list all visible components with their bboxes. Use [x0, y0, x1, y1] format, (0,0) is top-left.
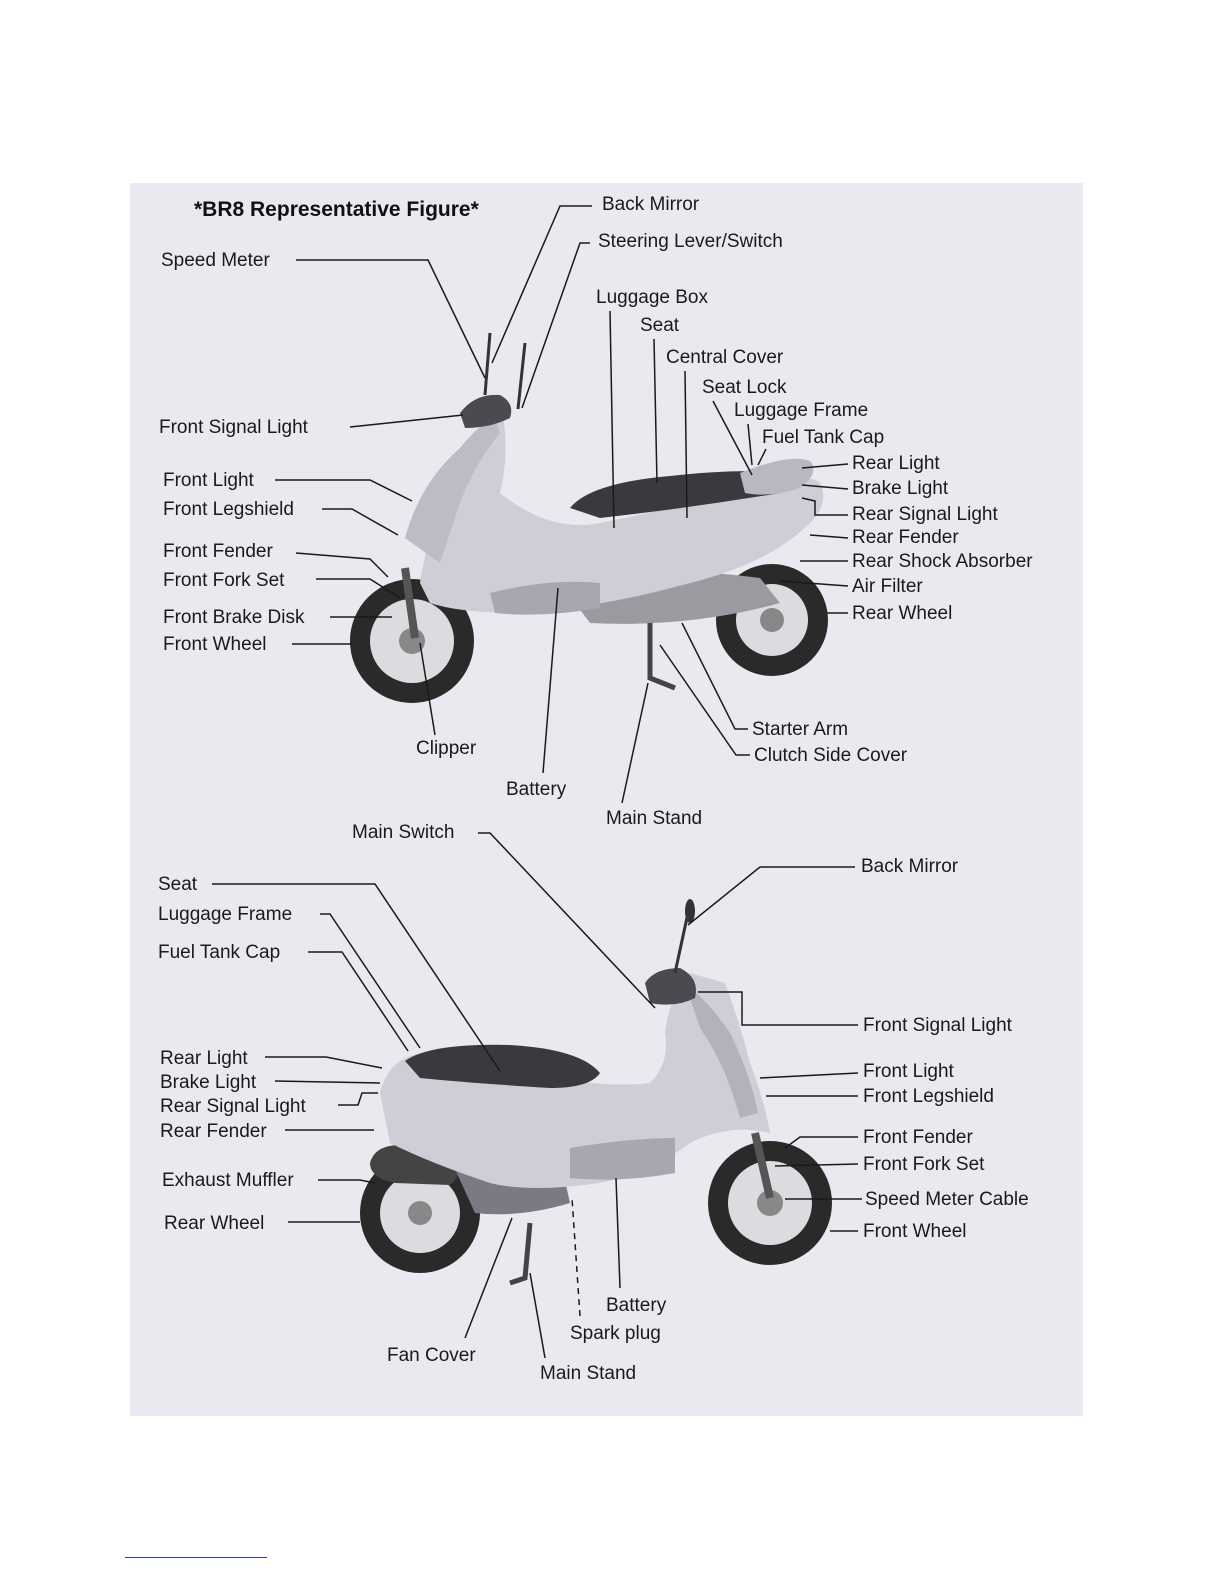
label-rear-fender-2: Rear Fender	[160, 1121, 267, 1142]
label-speed-meter: Speed Meter	[161, 250, 270, 271]
label-rear-shock-absorber: Rear Shock Absorber	[852, 551, 1033, 572]
label-fan-cover: Fan Cover	[387, 1345, 476, 1366]
label-battery: Battery	[506, 779, 567, 800]
label-front-signal-light: Front Signal Light	[159, 417, 309, 438]
label-fuel-tank-cap-2: Fuel Tank Cap	[158, 942, 280, 963]
parts-figure: *BR8 Representative Figure* Back	[130, 183, 1083, 1416]
figure-title: *BR8 Representative Figure*	[194, 198, 480, 221]
scooter-side-view-left-facing	[350, 332, 828, 703]
label-brake-light: Brake Light	[852, 478, 949, 499]
label-front-wheel-2: Front Wheel	[863, 1221, 966, 1242]
label-front-light-2: Front Light	[863, 1061, 955, 1082]
label-main-stand-2: Main Stand	[540, 1363, 636, 1384]
footnote-separator	[125, 1557, 267, 1558]
label-rear-light-2: Rear Light	[160, 1048, 248, 1069]
label-rear-signal-light: Rear Signal Light	[852, 504, 998, 525]
top-view-callouts: Back Mirror Steering Lever/Switch Speed …	[159, 194, 1033, 829]
label-central-cover: Central Cover	[666, 347, 784, 368]
label-brake-light-2: Brake Light	[160, 1072, 257, 1093]
label-rear-signal-light-2: Rear Signal Light	[160, 1096, 306, 1117]
label-seat: Seat	[640, 315, 680, 336]
label-speed-meter-cable: Speed Meter Cable	[865, 1189, 1029, 1210]
label-rear-wheel: Rear Wheel	[852, 603, 952, 624]
label-rear-fender: Rear Fender	[852, 527, 959, 548]
label-clutch-side-cover: Clutch Side Cover	[754, 745, 908, 766]
label-battery-2: Battery	[606, 1295, 667, 1316]
label-clipper: Clipper	[416, 738, 477, 759]
label-front-wheel: Front Wheel	[163, 634, 266, 655]
scooter-side-view-right-facing	[360, 899, 832, 1286]
label-front-legshield-2: Front Legshield	[863, 1086, 994, 1107]
label-luggage-frame-2: Luggage Frame	[158, 904, 292, 925]
label-steering-lever: Steering Lever/Switch	[598, 231, 783, 252]
label-exhaust-muffler: Exhaust Muffler	[162, 1170, 294, 1191]
label-air-filter: Air Filter	[852, 576, 923, 597]
label-front-fork-set-2: Front Fork Set	[863, 1154, 985, 1175]
label-rear-wheel-2: Rear Wheel	[164, 1213, 264, 1234]
label-starter-arm: Starter Arm	[752, 719, 848, 740]
label-front-light: Front Light	[163, 470, 255, 491]
label-front-signal-light-2: Front Signal Light	[863, 1015, 1013, 1036]
label-luggage-frame: Luggage Frame	[734, 400, 868, 421]
label-front-fork-set: Front Fork Set	[163, 570, 285, 591]
label-main-switch: Main Switch	[352, 822, 454, 843]
label-fuel-tank-cap: Fuel Tank Cap	[762, 427, 884, 448]
label-back-mirror-2: Back Mirror	[861, 856, 959, 877]
label-front-brake-disk: Front Brake Disk	[163, 607, 305, 628]
bottom-view-callouts: Main Switch Back Mirror Seat Luggage Fra…	[158, 822, 1029, 1384]
label-rear-light: Rear Light	[852, 453, 940, 474]
label-main-stand: Main Stand	[606, 808, 702, 829]
seat-shape	[570, 471, 794, 518]
label-seat-2: Seat	[158, 874, 198, 895]
label-back-mirror: Back Mirror	[602, 194, 700, 215]
seat-shape-2	[405, 1044, 600, 1088]
label-front-fender: Front Fender	[163, 541, 273, 562]
label-front-fender-2: Front Fender	[863, 1127, 973, 1148]
label-luggage-box: Luggage Box	[596, 287, 708, 308]
label-seat-lock: Seat Lock	[702, 377, 787, 398]
label-spark-plug: Spark plug	[570, 1323, 661, 1344]
label-front-legshield: Front Legshield	[163, 499, 294, 520]
